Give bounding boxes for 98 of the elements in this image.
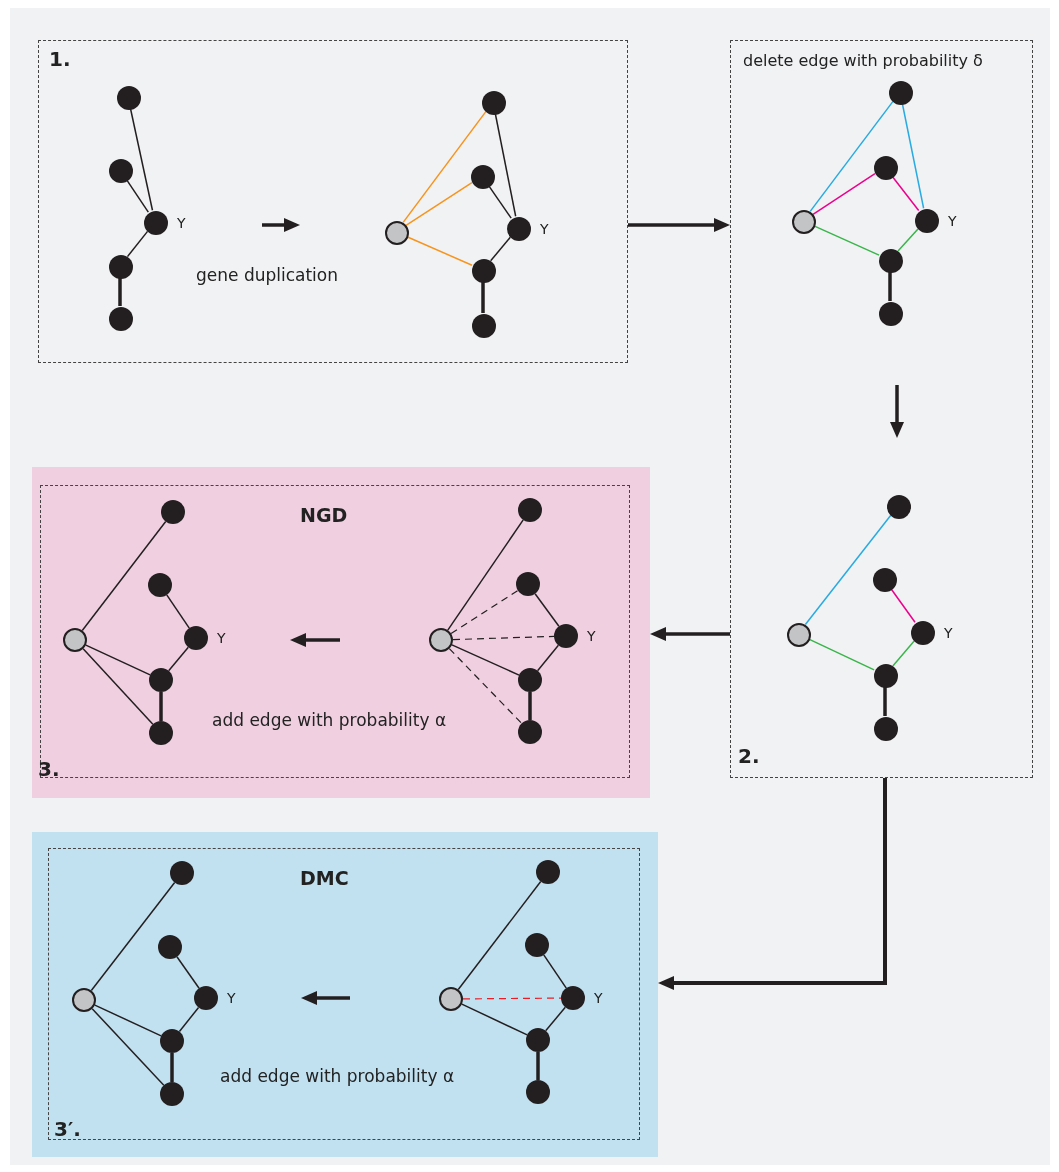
panel-caption: add edge with probability α <box>212 710 447 730</box>
vertex-dot <box>158 935 182 959</box>
graph-edge <box>118 278 122 306</box>
stage-arrow <box>628 218 730 232</box>
graph-edge <box>450 589 519 635</box>
vertex-dot <box>516 572 540 596</box>
graph-edge <box>543 954 567 989</box>
vertex-dot <box>149 721 173 745</box>
stage-frame <box>730 40 1033 778</box>
graph-edge <box>544 1006 567 1032</box>
graph-edge <box>481 282 485 313</box>
graph-edge <box>447 519 524 631</box>
panel-caption: add edge with probability α <box>220 1066 455 1086</box>
new-vertex-dot <box>429 628 453 652</box>
panel-heading: 2. <box>738 744 760 768</box>
vertex-dot <box>518 668 542 692</box>
stage-arrow <box>650 627 730 641</box>
graph-edge <box>91 1008 165 1086</box>
graph-edge <box>405 181 473 227</box>
graph-edge <box>170 1053 174 1082</box>
vertex-dot <box>160 1029 184 1053</box>
node-label: Y <box>217 630 226 646</box>
node-label: Y <box>944 625 953 641</box>
graph-edge <box>90 881 176 992</box>
panel-heading: 1. <box>49 47 71 71</box>
graph-edge <box>126 230 149 258</box>
node-label: Y <box>594 990 603 1006</box>
graph-edge <box>129 108 154 211</box>
vertex-dot <box>148 573 172 597</box>
panel-heading: DMC <box>300 867 349 889</box>
graph-edge <box>178 1006 200 1033</box>
graph-edge <box>813 225 880 256</box>
graph-edge <box>892 640 915 667</box>
node-label: Y <box>948 213 957 229</box>
new-vertex-dot <box>72 988 96 1012</box>
graph-edge <box>159 692 163 721</box>
graph-edge <box>94 1004 162 1037</box>
graph-edge <box>461 1003 528 1036</box>
node-label: Y <box>177 215 186 231</box>
vertex-dot <box>184 626 208 650</box>
vertex-dot <box>518 498 542 522</box>
graph-edge <box>534 592 560 628</box>
vertex-dot <box>526 1080 550 1104</box>
vertex-dot <box>554 624 578 648</box>
graph-edge <box>897 228 919 252</box>
node-label: Y <box>540 221 549 237</box>
graph-edge <box>451 644 520 676</box>
graph-edge <box>488 185 512 219</box>
graph-edge <box>812 172 876 216</box>
graph-edge <box>81 520 167 632</box>
vertex-dot <box>518 720 542 744</box>
panel-caption: gene duplication <box>196 265 339 285</box>
graph-edge <box>166 594 190 629</box>
graph-edge <box>452 635 555 641</box>
graph-edge <box>457 880 542 991</box>
graph-edge <box>489 236 512 262</box>
graph-edge <box>536 1052 540 1080</box>
graph-edge <box>406 236 473 266</box>
graph-edge <box>883 687 887 716</box>
vertex-dot <box>161 500 185 524</box>
graph-edge <box>890 588 916 623</box>
graph-edge <box>82 648 154 725</box>
vertex-dot <box>170 861 194 885</box>
stage-arrow <box>658 778 887 990</box>
graph-edge <box>85 644 151 676</box>
graph-edge <box>901 103 925 209</box>
stage-frame <box>38 40 628 363</box>
graph-edge <box>125 179 150 213</box>
graph-edge <box>176 956 200 989</box>
vertex-dot <box>526 1028 550 1052</box>
vertex-dot <box>525 933 549 957</box>
graph-edge <box>809 100 894 213</box>
graph-edge <box>536 644 560 672</box>
stage-panel <box>32 467 650 798</box>
panel-heading: 3′. <box>54 1117 81 1141</box>
node-label: Y <box>227 990 236 1006</box>
vertex-dot <box>160 1082 184 1106</box>
graph-edge <box>528 692 532 720</box>
graph-edge <box>891 175 920 212</box>
vertex-dot <box>561 986 585 1010</box>
vertex-dot <box>149 668 173 692</box>
vertex-dot <box>194 986 218 1010</box>
panel-heading: NGD <box>300 504 348 526</box>
panel-heading: 3. <box>38 757 60 781</box>
stage-panel <box>32 832 658 1157</box>
graph-edge <box>462 997 562 1000</box>
graph-edge <box>402 110 487 224</box>
new-vertex-dot <box>63 628 87 652</box>
graph-edge <box>804 514 892 626</box>
vertex-dot <box>536 860 560 884</box>
graph-edge <box>494 113 517 217</box>
graph-edge <box>167 646 190 672</box>
new-vertex-dot <box>439 987 463 1011</box>
graph-edge <box>448 648 523 724</box>
node-label: Y <box>587 628 596 644</box>
graph-edge <box>808 638 875 671</box>
panel-caption: delete edge with probability δ <box>743 51 983 70</box>
graph-edge <box>888 272 892 301</box>
